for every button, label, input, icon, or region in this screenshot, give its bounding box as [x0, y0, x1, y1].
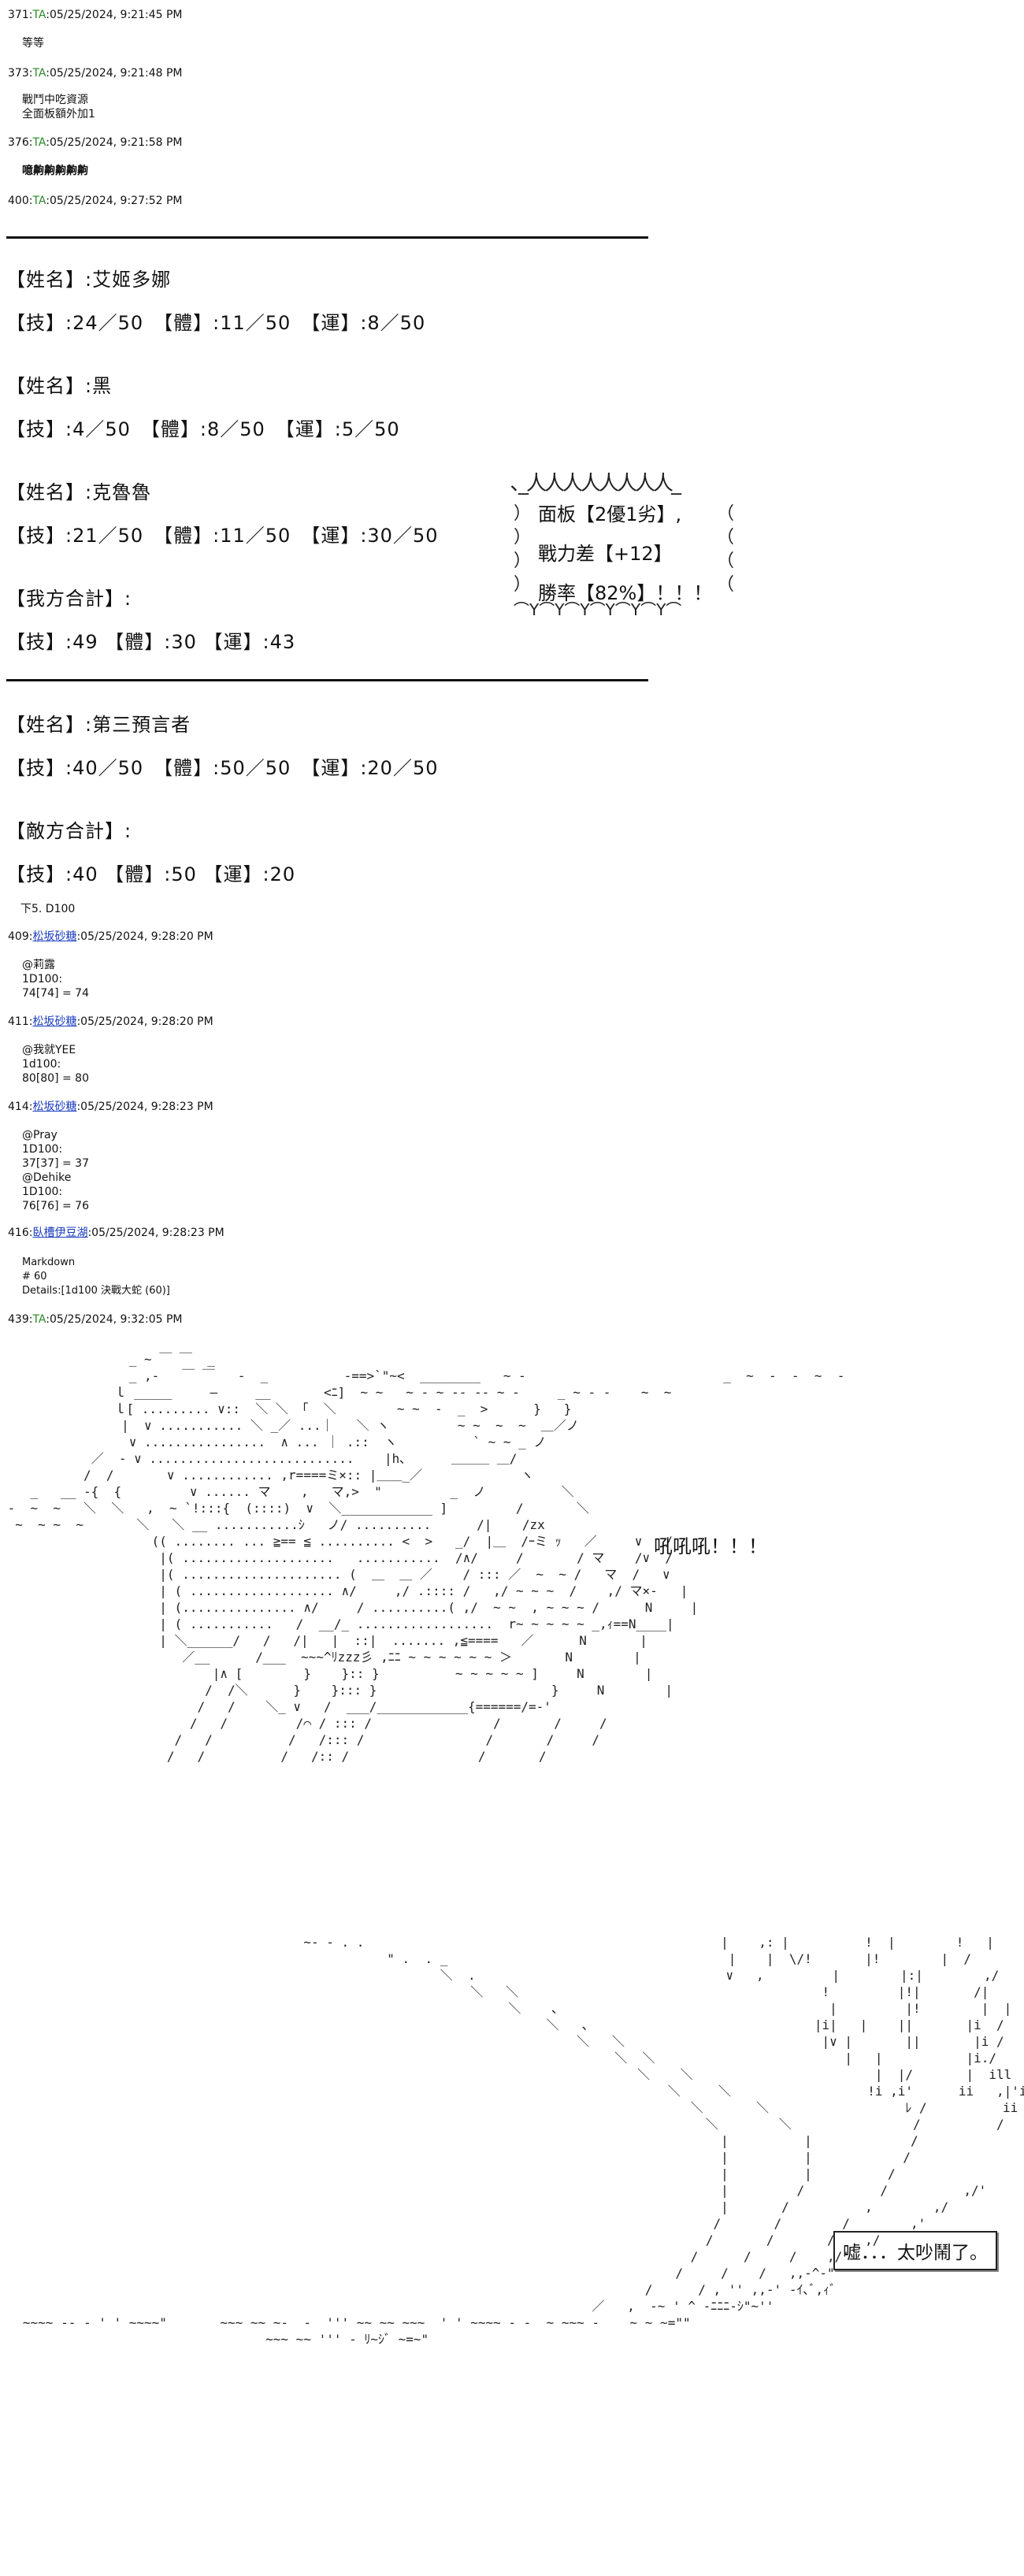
bubble-right-edge: （ （ （ （	[717, 504, 735, 595]
enemy-stats: 【技】:40／50 【體】:50／50 【運】:20／50	[6, 757, 439, 779]
post-header-371: 371:TA:05/25/2024, 9:21:45 PM	[8, 9, 183, 21]
bubble-top-edge: ､_人人人人人人人人_	[510, 472, 681, 496]
poster-name[interactable]: 臥槽伊豆湖	[32, 1227, 88, 1239]
poster-name[interactable]: TA	[32, 1313, 46, 1326]
post-body-416: Markdown # 60 Details:[1d100 決戰大蛇 (60)]	[22, 1256, 170, 1297]
post-header-439: 439:TA:05/25/2024, 9:32:05 PM	[8, 1313, 183, 1326]
post-header-376: 376:TA:05/25/2024, 9:21:58 PM	[8, 136, 183, 149]
divider	[6, 679, 648, 681]
ally-3-name: 【姓名】:克魯魯	[6, 481, 152, 503]
post-body-373: 戰鬥中吃資源 全面板額外加1	[22, 94, 95, 121]
roll-intro: 下5. D100	[20, 903, 76, 915]
post-body-371: 等等	[22, 37, 44, 50]
post-header-400: 400:TA:05/25/2024, 9:27:52 PM	[8, 195, 183, 207]
bubble-line-3: 勝率【82%】！！！	[538, 582, 713, 604]
post-header-411: 411:松坂砂糖:05/25/2024, 9:28:20 PM	[8, 1015, 213, 1028]
enemy-name: 【姓名】:第三預言者	[6, 714, 191, 736]
poster-name[interactable]: 松坂砂糖	[32, 1015, 77, 1028]
divider	[6, 236, 648, 239]
post-body-411: @我就YEE 1d100: 80[80] = 80	[22, 1044, 89, 1085]
post-header-414: 414:松坂砂糖:05/25/2024, 9:28:23 PM	[8, 1101, 213, 1113]
post-body-376: 噫齁齁齁齁齁	[22, 165, 88, 177]
poster-name[interactable]: 松坂砂糖	[32, 1101, 77, 1113]
enemy-total-stats: 【技】:40 【體】:50 【運】:20	[6, 863, 296, 885]
bubble-left-edge: ） ） ） ）	[514, 504, 532, 595]
post-body-409: @莉露 1D100: 74[74] = 74	[22, 959, 89, 1000]
poster-name[interactable]: TA	[32, 195, 46, 207]
tail-ascii-art: ~- - . . | ,: | ! | ! | " . . _ | | \/!	[22, 1935, 1024, 2347]
post-header-409: 409:松坂砂糖:05/25/2024, 9:28:20 PM	[8, 930, 213, 943]
serpent-ascii-art: _ ~ ￣ ￣ _ _ ,- ￣ ￣ - _ -==>`"~< ________…	[7, 1352, 845, 1764]
poster-name[interactable]: TA	[32, 9, 46, 21]
ally-2-stats: 【技】:4／50 【體】:8／50 【運】:5／50	[6, 418, 400, 440]
poster-name[interactable]: 松坂砂糖	[32, 930, 77, 943]
poster-name[interactable]: TA	[32, 67, 46, 80]
ally-total-stats: 【技】:49 【體】:30 【運】:43	[6, 631, 296, 653]
enemy-total-label: 【敵方合計】:	[6, 820, 132, 842]
post-body-414: @Pray 1D100: 37[37] = 37 @Dehike 1D100: …	[22, 1129, 89, 1212]
ally-1-stats: 【技】:24／50 【體】:11／50 【運】:8／50	[6, 312, 426, 334]
summary-bubble: ､_人人人人人人人人_ ） ） ） ） （ （ （ （ 面板【2優1劣】, 戰力…	[510, 473, 739, 624]
roar-text: 吼吼吼！！！	[654, 1535, 767, 1557]
ally-total-label: 【我方合計】:	[6, 588, 132, 610]
ally-2-name: 【姓名】:黑	[6, 375, 113, 397]
post-header-416: 416:臥槽伊豆湖:05/25/2024, 9:28:23 PM	[8, 1227, 224, 1239]
post-header-373: 373:TA:05/25/2024, 9:21:48 PM	[8, 67, 183, 80]
poster-name[interactable]: TA	[32, 136, 46, 149]
bubble-line-1: 面板【2優1劣】,	[538, 503, 682, 525]
bubble-bottom-edge: ⌒Y⌒Y⌒Y⌒Y⌒Y⌒Y⌒	[514, 600, 682, 619]
ally-3-stats: 【技】:21／50 【體】:11／50 【運】:30／50	[6, 525, 439, 547]
quiet-box: 嘘．．．太吵鬧了。	[833, 2231, 997, 2270]
bubble-line-2: 戰力差【+12】	[538, 543, 673, 565]
ally-1-name: 【姓名】:艾姬多娜	[6, 269, 172, 291]
